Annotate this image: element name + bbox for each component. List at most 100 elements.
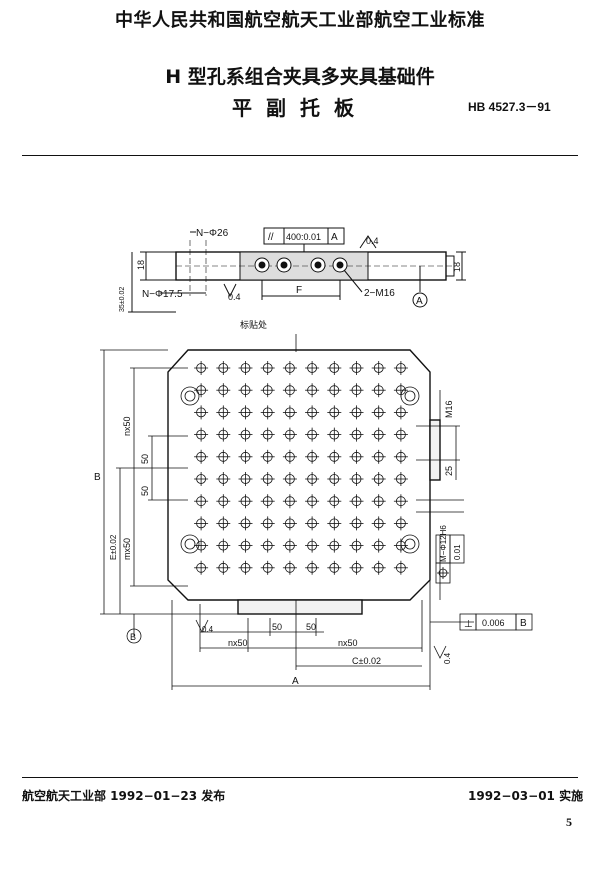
grid-hole [393,405,408,420]
grid-hole [371,405,386,420]
grid-hole [305,538,320,553]
grid-hole [282,449,297,464]
grid-hole [282,383,297,398]
hole-grid [180,361,420,575]
grid-hole [371,449,386,464]
dim-25-label: 25 [444,466,454,476]
grid-hole [216,516,231,531]
roughness-bottom-label: 0.4 [228,292,241,302]
n-phi26-label: N−Φ26 [196,228,229,239]
grid-hole [194,538,209,553]
grid-hole [238,361,253,375]
grid-hole [194,494,209,509]
grid-hole [282,472,297,486]
grid-hole [194,560,209,575]
locating-hole [400,386,420,406]
document-title-line1: H 型孔系组合夹具多夹具基础件 [165,66,435,88]
grid-hole [260,383,275,398]
grid-hole [305,516,320,531]
plan-view-dimensions [100,349,533,690]
dim-50-a-label: 50 [140,454,150,464]
grid-hole [305,427,320,442]
grid-hole [305,560,320,575]
grid-hole [371,361,386,375]
grid-hole [238,516,253,531]
thread-m16-label: M16 [444,400,454,418]
footer-divider [22,777,578,778]
perpendicularity-symbol: ⊥ [464,619,473,630]
grid-hole [327,516,342,531]
roughness-top-label: 0.4 [366,236,379,246]
effective-date: 1992−03−01 实施 [468,789,584,803]
dim-c-label: C±0.02 [352,656,381,666]
grid-hole [371,472,386,486]
grid-hole [327,494,342,509]
locating-hole [180,386,200,406]
document-title-line2: 平副托板 [232,96,368,120]
grid-hole [238,560,253,575]
dim-nx50-bottom-right-label: nx50 [338,638,358,648]
side-view [128,227,466,313]
header-divider [22,155,578,156]
grid-hole [349,560,364,575]
grid-hole [282,516,297,531]
parallelism-datum: A [331,232,338,243]
grid-hole [238,405,253,420]
dim-b-label: B [94,472,101,483]
grid-hole [349,427,364,442]
grid-hole [393,494,408,509]
dim-nx50-left-label: nx50 [122,416,132,436]
standard-number: HB 4527.3－91 [468,100,551,114]
grid-hole [282,560,297,575]
grid-hole [194,449,209,464]
grid-hole [260,494,275,509]
grid-hole [305,494,320,509]
grid-hole [327,449,342,464]
grid-hole [282,494,297,509]
roughness-right-label: 0.4 [443,652,452,664]
grid-hole [260,560,275,575]
parallelism-symbol: // [268,232,274,243]
dim-35-label: 35±0.02 [119,287,126,312]
grid-hole [238,427,253,442]
grid-hole [260,538,275,553]
grid-hole [371,494,386,509]
grid-hole [349,405,364,420]
datum-b-label: B [130,632,136,642]
datum-a-label: A [416,296,423,307]
grid-hole [216,383,231,398]
grid-hole [393,472,408,486]
grid-hole [305,449,320,464]
grid-hole [238,472,253,486]
grid-hole [194,516,209,531]
grid-hole [194,383,209,398]
grid-hole [327,538,342,553]
grid-hole [260,472,275,486]
grid-hole [393,361,408,375]
grid-hole [216,405,231,420]
grid-hole [216,494,231,509]
dim-mx50-label: mx50 [122,538,132,560]
grid-hole [349,383,364,398]
grid-hole [305,472,320,486]
grid-hole [216,361,231,375]
locating-hole [180,534,200,554]
grid-hole [371,383,386,398]
grid-hole [327,560,342,575]
roughness-left-label: 0.4 [202,625,214,634]
position-symbol-icon [437,567,449,579]
dim-a-label: A [292,676,299,687]
grid-hole [282,538,297,553]
grid-hole [349,494,364,509]
grid-hole [216,472,231,486]
label-area-note: 标贴处 [240,319,267,330]
perpendicularity-tolerance: 0.006 [482,618,505,628]
grid-hole [305,405,320,420]
locating-hole [400,534,420,554]
organization-title: 中华人民共和国航空航天工业部航空工业标准 [115,10,485,31]
grid-hole [349,538,364,553]
issue-date: 航空航天工业部 1992−01−23 发布 [22,789,226,803]
grid-hole [371,516,386,531]
grid-hole [194,361,209,375]
